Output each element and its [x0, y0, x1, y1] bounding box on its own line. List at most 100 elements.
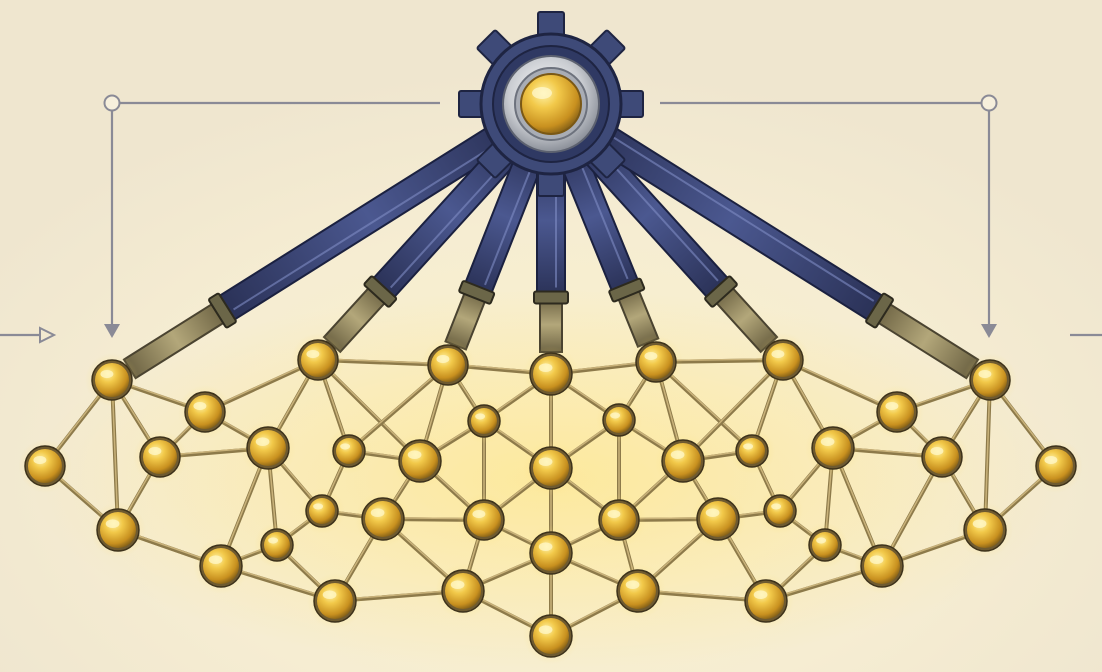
gold-node-ball — [748, 583, 784, 619]
gold-node-ball — [620, 573, 656, 609]
gold-node-highlight — [539, 457, 553, 466]
gold-node-icon — [457, 493, 511, 547]
gold-node-highlight — [539, 363, 553, 372]
gold-node-icon — [915, 430, 969, 484]
gold-node-highlight — [475, 413, 485, 419]
gold-node-highlight — [607, 510, 620, 518]
gold-node-ball — [766, 343, 800, 377]
gold-node-highlight — [313, 503, 323, 509]
gold-node-highlight — [771, 503, 781, 509]
gold-node-ball — [665, 443, 701, 479]
gold-node-highlight — [193, 402, 206, 410]
gold-node-highlight — [371, 508, 385, 517]
gold-node-highlight — [436, 355, 449, 363]
gold-node-icon — [523, 346, 579, 402]
gold-node-icon — [435, 563, 491, 619]
gold-node-highlight — [256, 437, 270, 446]
gold-node-icon — [355, 491, 411, 547]
gold-node-ball — [533, 618, 569, 654]
gold-node-ball — [606, 407, 632, 433]
gold-node-icon — [756, 333, 810, 387]
gold-node-ball — [445, 573, 481, 609]
gold-node-highlight — [106, 519, 120, 528]
gold-node-icon — [592, 493, 646, 547]
gold-node-ball — [639, 345, 673, 379]
gold-node-icon — [757, 488, 803, 534]
gold-node-highlight — [209, 555, 223, 564]
gold-node-ball — [533, 535, 569, 571]
gold-node-highlight — [33, 456, 46, 464]
gold-node-highlight — [644, 352, 657, 360]
gold-node-highlight — [885, 402, 898, 410]
gold-node-ball — [309, 498, 335, 524]
gold-node-icon — [870, 385, 924, 439]
gold-node-highlight — [771, 350, 784, 358]
gold-node-ball — [533, 356, 569, 392]
gold-node-highlight — [268, 537, 278, 543]
gold-node-icon — [461, 398, 507, 444]
gold-node-icon — [805, 420, 861, 476]
circle-marker-right-icon — [982, 96, 997, 111]
circle-marker-left-icon — [105, 96, 120, 111]
gold-node-highlight — [323, 590, 337, 599]
gold-node-ball — [925, 440, 959, 474]
gold-node-ball — [301, 343, 335, 377]
gold-node-highlight — [408, 450, 422, 459]
gold-node-ball — [812, 532, 838, 558]
gold-node-icon — [690, 491, 746, 547]
gold-node-highlight — [978, 370, 991, 378]
gold-node-icon — [299, 488, 345, 534]
gold-node-icon — [963, 353, 1017, 407]
hub-gold-core — [521, 74, 581, 134]
gold-node-highlight — [706, 508, 720, 517]
hub-arm-tip — [540, 297, 562, 352]
gold-node-icon — [655, 433, 711, 489]
gold-node-highlight — [1044, 456, 1057, 464]
gold-node-ball — [402, 443, 438, 479]
gold-node-ball — [431, 348, 465, 382]
gold-node-ball — [864, 548, 900, 584]
gold-node-ball — [471, 408, 497, 434]
gold-node-highlight — [539, 542, 553, 551]
gold-node-ball — [336, 438, 362, 464]
gold-node-highlight — [973, 519, 987, 528]
gold-node-ball — [767, 498, 793, 524]
gold-node-highlight — [930, 447, 943, 455]
gold-node-ball — [264, 532, 290, 558]
gold-node-ball — [100, 512, 136, 548]
gold-node-highlight — [816, 537, 826, 543]
gold-node-icon — [392, 433, 448, 489]
gold-node-highlight — [754, 590, 768, 599]
gold-node-ball — [365, 501, 401, 537]
gold-node-ball — [967, 512, 1003, 548]
gold-node-icon — [523, 440, 579, 496]
gear-hub-icon — [459, 12, 643, 196]
gold-node-icon — [729, 428, 775, 474]
hub-arm-collar — [534, 291, 568, 303]
gold-node-icon — [523, 608, 579, 664]
gold-node-ball — [973, 363, 1007, 397]
gold-node-icon — [193, 538, 249, 594]
gold-node-icon — [596, 397, 642, 443]
gold-node-icon — [90, 502, 146, 558]
gold-node-ball — [95, 363, 129, 397]
gold-node-highlight — [610, 412, 620, 418]
gold-node-icon — [629, 335, 683, 389]
gold-node-icon — [18, 439, 72, 493]
gold-node-icon — [610, 563, 666, 619]
gold-node-icon — [307, 573, 363, 629]
gold-node-highlight — [743, 443, 753, 449]
gold-node-highlight — [626, 580, 640, 589]
gold-node-icon — [854, 538, 910, 594]
gold-node-ball — [28, 449, 62, 483]
gold-node-highlight — [340, 443, 350, 449]
gold-node-ball — [739, 438, 765, 464]
gold-node-ball — [533, 450, 569, 486]
gold-node-ball — [250, 430, 286, 466]
gold-node-icon — [523, 525, 579, 581]
gold-node-icon — [738, 573, 794, 629]
gold-node-ball — [880, 395, 914, 429]
hub-core-highlight — [532, 87, 552, 99]
gold-node-icon — [1029, 439, 1083, 493]
